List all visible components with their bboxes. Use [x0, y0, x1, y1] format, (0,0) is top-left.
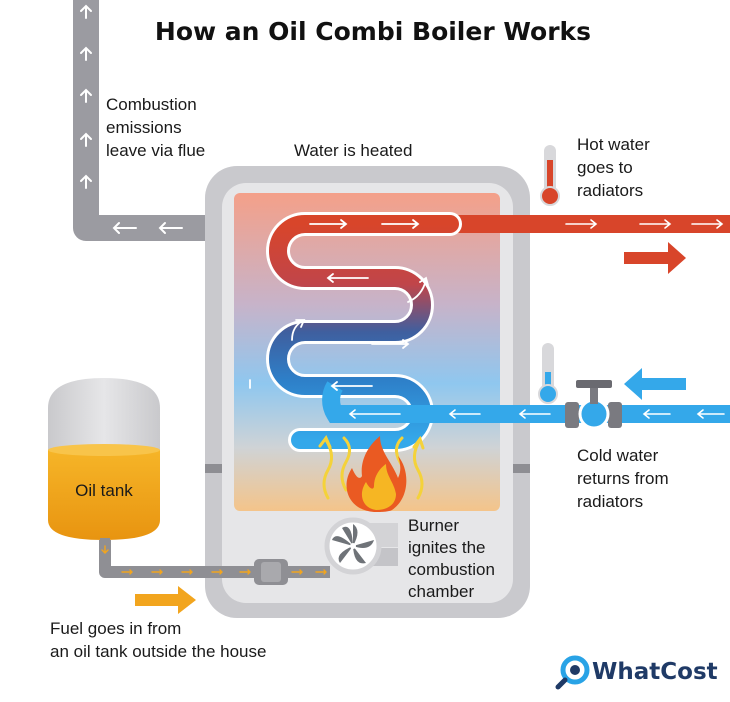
burner-label: Burner ignites the combustion chamber — [408, 516, 500, 601]
fan-icon — [324, 517, 398, 575]
oil-tank: Oil tank — [48, 378, 160, 544]
hot-arrow-icon — [624, 242, 686, 274]
flue-label: Combustion emissions leave via flue — [106, 95, 205, 160]
brand-name: WhatCost — [592, 659, 718, 685]
flame-icon — [346, 436, 407, 512]
fuel-line — [99, 540, 330, 585]
flue-pipe — [73, 0, 210, 241]
thermometer-cold-icon — [538, 343, 558, 404]
heat-exchanger-coil — [266, 212, 462, 452]
fuel-label: Fuel goes in from an oil tank outside th… — [50, 619, 266, 661]
cold-arrow-icon — [624, 368, 686, 400]
heat-waves — [318, 435, 425, 500]
water-heated-label: Water is heated — [294, 141, 412, 160]
oil-tank-label: Oil tank — [75, 481, 133, 500]
page-title: How an Oil Combi Boiler Works — [155, 17, 591, 46]
coil-flow-arrows — [249, 219, 429, 391]
valve-icon — [565, 380, 622, 430]
hot-water-label: Hot water goes to radiators — [577, 135, 654, 200]
whatcost-logo-icon — [555, 655, 590, 690]
fuel-arrow-icon — [135, 586, 196, 614]
cold-water-label: Cold water returns from radiators — [577, 446, 673, 511]
thermometer-hot-icon — [540, 145, 560, 206]
hot-water-pipe — [440, 215, 730, 233]
